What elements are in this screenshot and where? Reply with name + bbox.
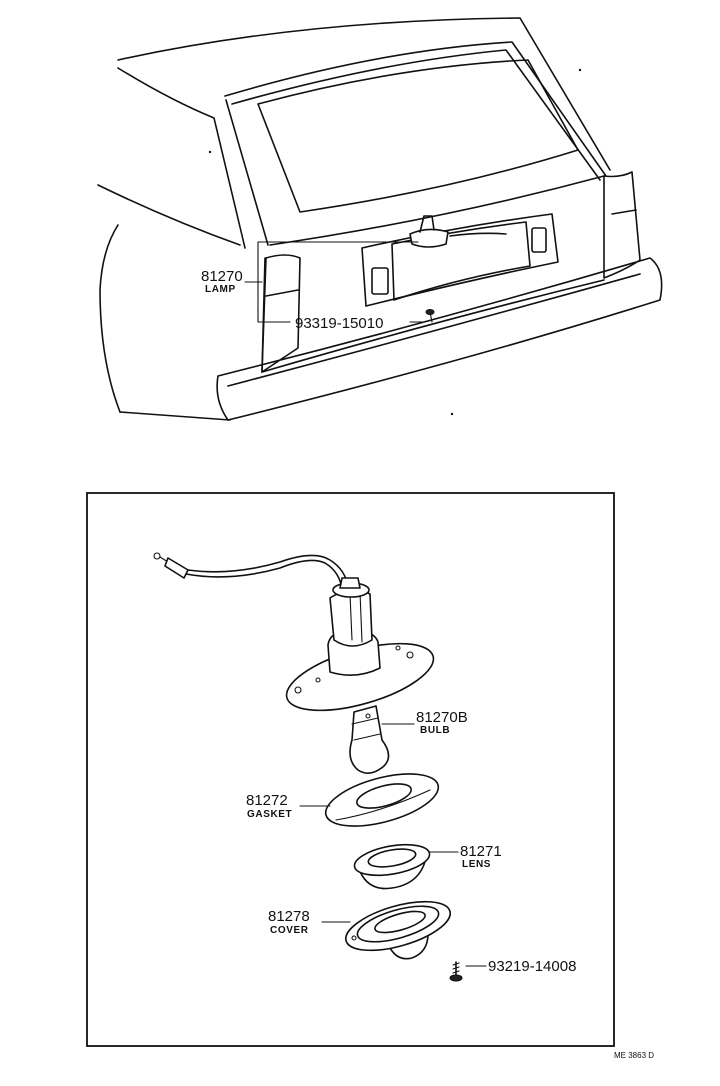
screw bbox=[449, 961, 463, 982]
cover bbox=[344, 900, 452, 960]
screw-bottom-part-number: 93219-14008 bbox=[488, 958, 576, 975]
lamp-part-number: 81270 bbox=[201, 268, 243, 285]
lamp-part-name: LAMP bbox=[205, 284, 236, 295]
lens-part-number: 81271 bbox=[460, 843, 502, 860]
socket-assembly bbox=[285, 577, 435, 712]
gasket bbox=[324, 773, 440, 827]
cover-part-name: COVER bbox=[270, 925, 309, 936]
lens bbox=[353, 843, 431, 890]
drawing-code: ME 3863 D bbox=[614, 1051, 654, 1060]
bulb-part-name: BULB bbox=[420, 725, 450, 736]
bulb-part-number: 81270B bbox=[416, 709, 468, 726]
bulb bbox=[349, 705, 390, 774]
lens-part-name: LENS bbox=[462, 859, 491, 870]
cover-part-number: 81278 bbox=[268, 908, 310, 925]
wire-harness bbox=[153, 552, 349, 591]
gasket-part-number: 81272 bbox=[246, 792, 288, 809]
screw-top-part-number: 93319-15010 bbox=[295, 315, 383, 332]
gasket-part-name: GASKET bbox=[247, 809, 292, 820]
exploded-view-frame bbox=[86, 492, 615, 1047]
vehicle-rear-illustration bbox=[97, 17, 663, 421]
